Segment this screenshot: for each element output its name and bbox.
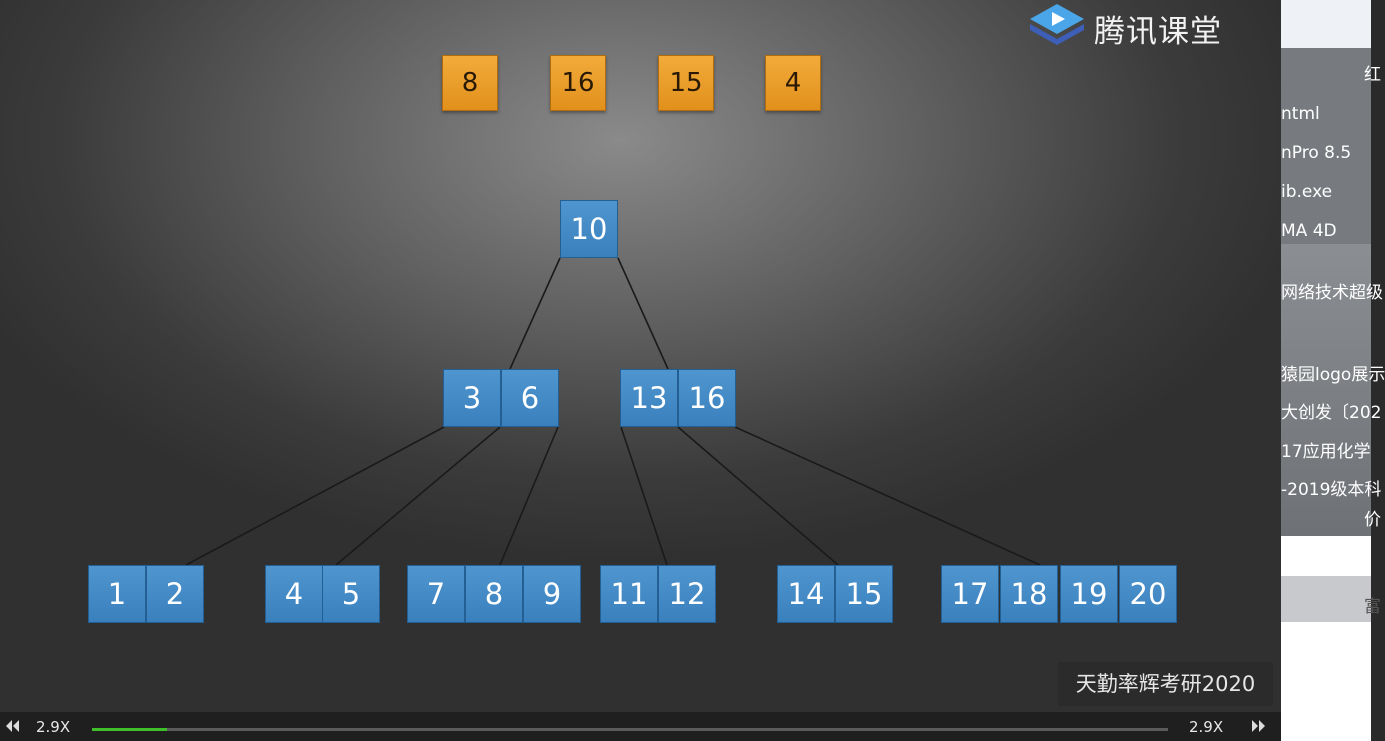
leaf-key: 19	[1060, 565, 1118, 623]
sidebar-item[interactable]: 17应用化学	[1281, 442, 1371, 462]
fast-forward-icon[interactable]	[1250, 718, 1272, 734]
leaf-key: 8	[465, 565, 523, 623]
sidebar-item[interactable]: 网络技术超级	[1281, 283, 1383, 303]
incoming-key: 16	[550, 55, 606, 111]
leaf-key: 12	[658, 565, 716, 623]
incoming-key: 4	[765, 55, 821, 111]
leaf-key: 17	[941, 565, 999, 623]
leaf-key: 4	[265, 565, 323, 623]
node-key: 3	[443, 369, 501, 427]
leaf-key: 14	[777, 565, 835, 623]
course-watermark: 天勤率辉考研2020	[1058, 662, 1273, 706]
sidebar-item[interactable]: nPro 8.5	[1281, 143, 1352, 163]
progress-fill	[92, 728, 168, 731]
tencent-classroom-logo: 腾讯课堂	[1028, 2, 1258, 50]
sidebar-mid-band	[1281, 244, 1371, 536]
logo-text: 腾讯课堂	[1094, 14, 1222, 50]
leaf-key: 11	[600, 565, 658, 623]
sidebar-right-char: 价	[1364, 510, 1381, 530]
playback-speed-label[interactable]: 2.9X	[36, 718, 71, 736]
playback-speed-label-right[interactable]: 2.9X	[1189, 718, 1224, 736]
edge-13-16-child-0	[620, 426, 668, 566]
sidebar-right-char: 红	[1364, 65, 1381, 85]
edge-3-6-child-2	[499, 426, 559, 566]
leaf-key: 20	[1119, 565, 1177, 623]
sidebar-item[interactable]: 大创发〔202	[1281, 403, 1382, 423]
leaf-key: 18	[1000, 565, 1058, 623]
leaf-key: 5	[322, 565, 380, 623]
edge-3-6-child-1	[335, 426, 501, 566]
sidebar-item[interactable]: 猿园logo展示	[1281, 365, 1385, 385]
rewind-icon[interactable]	[4, 718, 20, 734]
background-desktop-list: 红 ntml nPro 8.5 ib.exe MA 4D 网络技术超级 猿园lo…	[1281, 0, 1385, 741]
leaf-key: 1	[88, 565, 146, 623]
sidebar-grey-band	[1281, 576, 1371, 622]
node-key: 13	[620, 369, 678, 427]
edge-root-left	[509, 257, 561, 370]
incoming-key: 8	[442, 55, 498, 111]
edge-13-16-child-2	[734, 426, 1041, 566]
node-key: 16	[678, 369, 736, 427]
edge-root-right	[617, 257, 669, 370]
leaf-key: 7	[407, 565, 465, 623]
leaf-key: 15	[835, 565, 893, 623]
sidebar-dark-band	[1281, 48, 1371, 244]
sidebar-right-char: 富	[1364, 597, 1381, 617]
play-logo-icon	[1030, 4, 1084, 45]
tree-edges	[185, 257, 1041, 566]
player-controls: 2.9X 2.9X	[0, 712, 1281, 741]
leaf-key: 2	[146, 565, 204, 623]
progress-bar[interactable]	[92, 728, 1168, 731]
incoming-key: 15	[658, 55, 714, 111]
sidebar-header-band	[1281, 0, 1371, 48]
edge-3-6-child-0	[185, 426, 445, 566]
video-player[interactable]: 8 16 15 4 10 3 6 13 16 1 2 4 5 7 8 9 11 …	[0, 0, 1281, 712]
sidebar-item[interactable]: ntml	[1281, 104, 1320, 124]
sidebar-item[interactable]: -2019级本科	[1281, 480, 1382, 500]
leaf-key: 9	[523, 565, 581, 623]
sidebar-item[interactable]: ib.exe	[1281, 182, 1333, 202]
sidebar-white-band	[1281, 536, 1371, 576]
root-key: 10	[560, 200, 618, 258]
edge-13-16-child-1	[677, 426, 839, 566]
node-key: 6	[501, 369, 559, 427]
sidebar-item[interactable]: MA 4D	[1281, 221, 1337, 241]
sidebar-bottom-band	[1281, 622, 1371, 741]
